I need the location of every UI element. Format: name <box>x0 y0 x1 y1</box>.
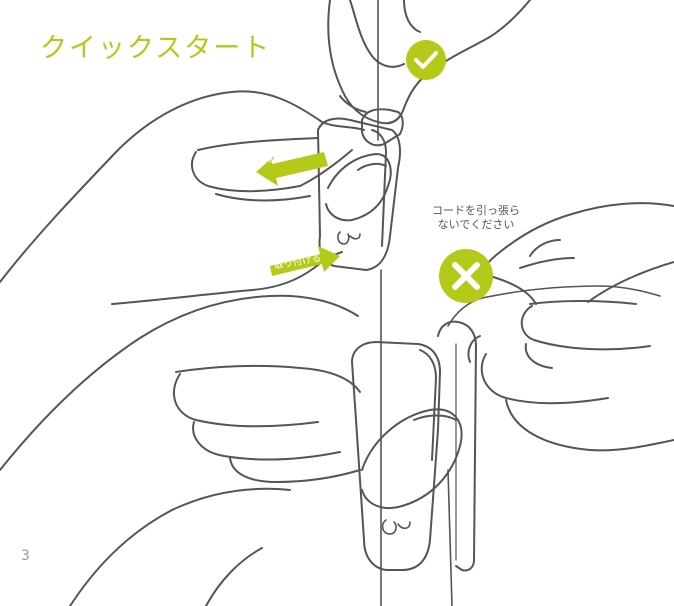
arrow-remove <box>256 152 328 186</box>
bottom-clip <box>351 341 441 571</box>
bottom-left-hand <box>0 294 359 471</box>
top-hand <box>327 0 531 125</box>
pulled-cord <box>447 285 661 327</box>
page-number: 3 <box>21 548 30 564</box>
warning-line-2: ないでください <box>437 218 515 231</box>
cross-circle-icon <box>439 249 493 303</box>
warning-text: コードを引っ張ら ないでください <box>414 204 538 232</box>
top-clip <box>361 108 404 147</box>
cable <box>377 0 382 606</box>
arrow-attach <box>270 246 340 276</box>
cable-lower <box>447 469 453 606</box>
warning-line-1: コードを引っ張ら <box>432 204 520 217</box>
bottom-clip-logo <box>381 519 411 535</box>
page-title: クイックスタート <box>40 33 272 64</box>
check-circle-icon <box>406 40 446 80</box>
middle-clip-logo <box>337 231 361 245</box>
